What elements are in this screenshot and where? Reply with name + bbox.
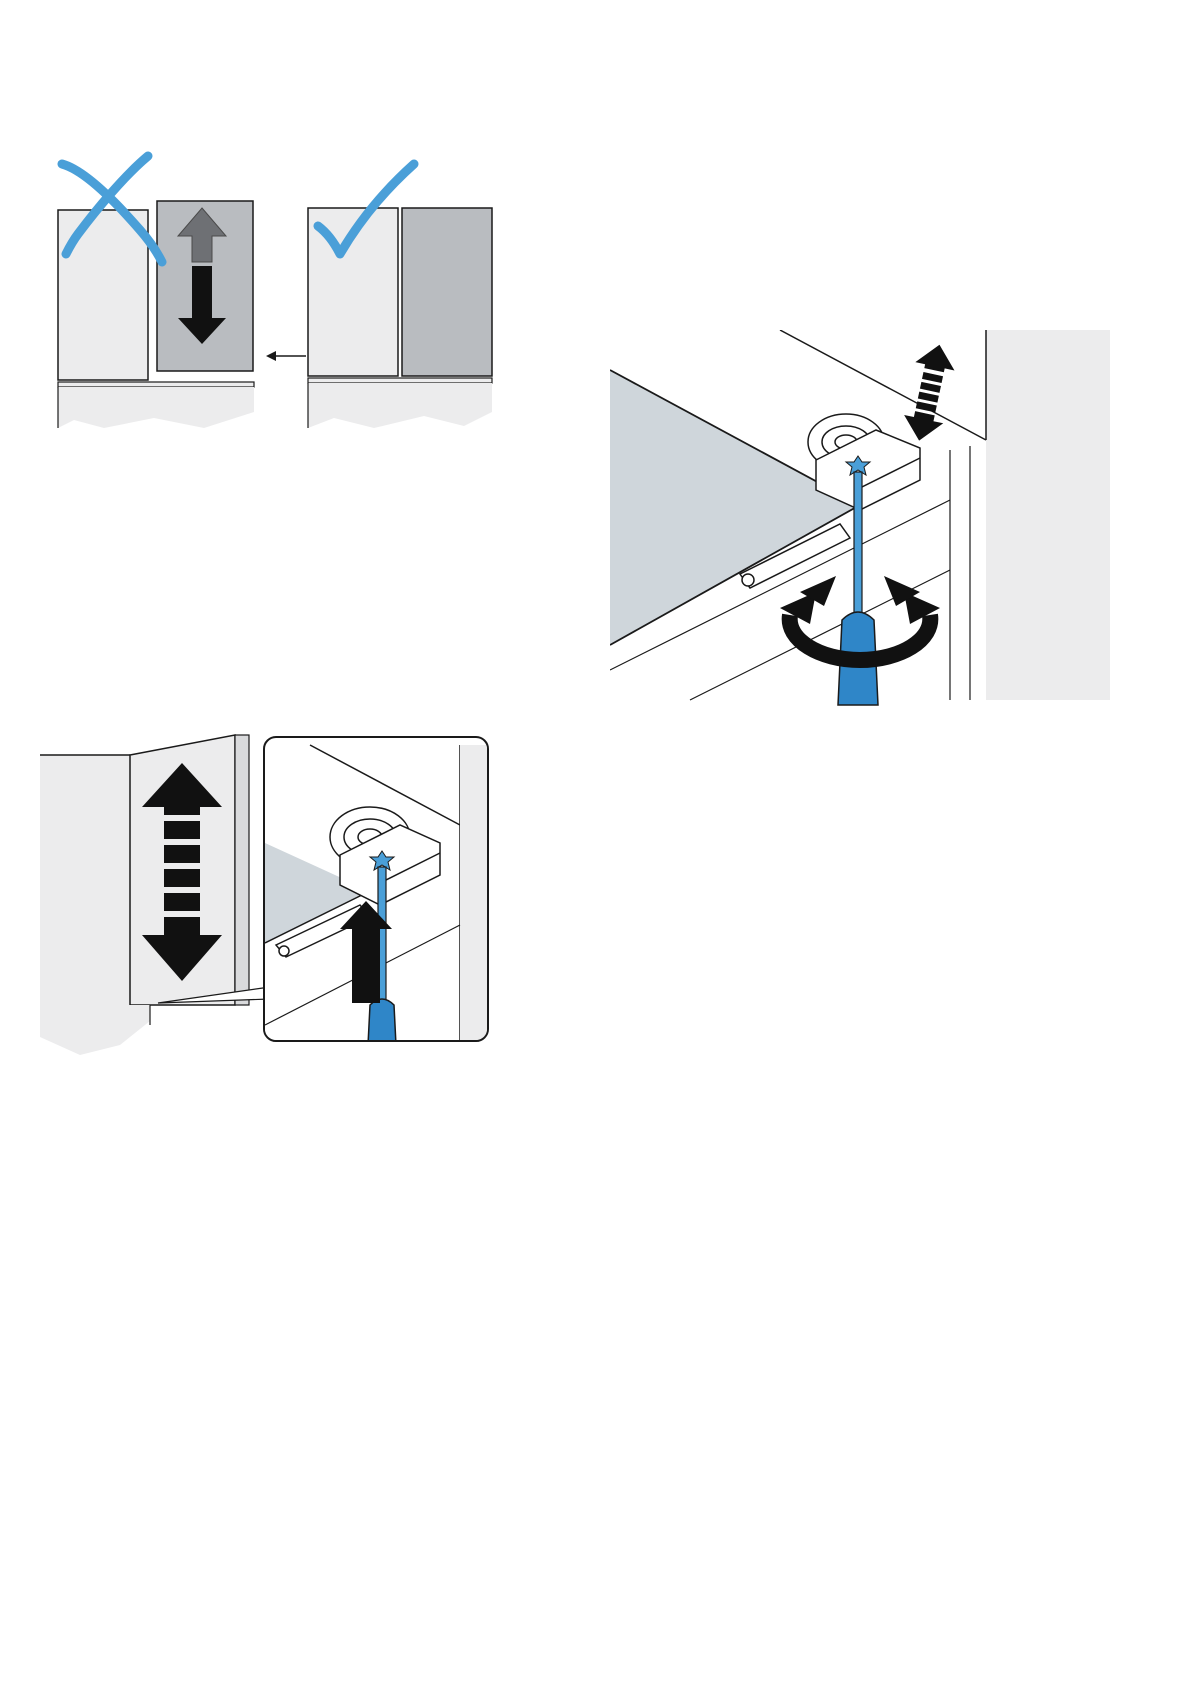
door-height-adjustment-figure (40, 725, 530, 1085)
alignment-comparison-figure (44, 150, 524, 430)
right-alignment-panel (308, 164, 492, 428)
hinge-screw-turn-figure (610, 330, 1110, 730)
gap-pointer-arrow-icon (266, 351, 306, 361)
zoom-inset (264, 737, 490, 1045)
double-arrow-icon (900, 341, 960, 445)
wrong-alignment-panel (58, 156, 306, 428)
